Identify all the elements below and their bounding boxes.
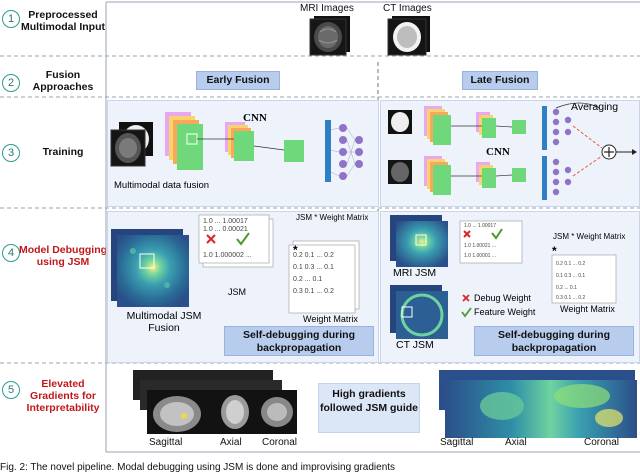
jsm-weight-label-right: JSM * Weight Matrix	[553, 232, 626, 241]
jsm-guide-box: High gradients followed JSM guide	[318, 383, 420, 433]
mri-jsm-label: MRI JSM	[393, 267, 437, 279]
jsm-weight-label-left: JSM * Weight Matrix	[296, 213, 369, 222]
step-label: Model Debugging using JSM	[18, 244, 108, 268]
view-label-coronal-left: Coronal	[262, 437, 298, 448]
weight-matrix-label-right: Weight Matrix	[560, 304, 615, 314]
view-label-axial-right: Axial	[505, 437, 527, 448]
multimodal-jsm-fusion-label: Multimodal JSM Fusion	[126, 310, 202, 334]
step-number: 1	[2, 10, 20, 28]
late-fusion-cnn-diagram	[388, 102, 637, 200]
svg-text:0.2 0.1 ... 0.2: 0.2 0.1 ... 0.2	[556, 261, 585, 267]
multiply-star-left: *	[293, 243, 298, 257]
svg-text:0.2 ... 0.1: 0.2 ... 0.1	[556, 285, 577, 291]
svg-text:0.2 ... 0.1: 0.2 ... 0.1	[293, 276, 322, 283]
svg-text:0.1 0.3 ... 0.1: 0.1 0.3 ... 0.1	[293, 264, 334, 271]
step-number: 4	[2, 244, 20, 262]
svg-text:0.3 0.1 ... 0.2: 0.3 0.1 ... 0.2	[293, 288, 334, 295]
mri-images-label: MRI Images	[300, 3, 354, 14]
cnn-right-label: CNN	[486, 146, 510, 158]
averaging-label: Averaging	[571, 101, 619, 113]
feature-weight-label: Feature Weight	[474, 307, 536, 317]
svg-text:1.0 1.000002 ...: 1.0 1.000002 ...	[203, 252, 252, 259]
late-jsm-diagram: 1.0 ... 1.00017 1.0 1.00021 ... 1.0 1.00…	[390, 215, 617, 339]
step-label: Fusion Approaches	[32, 69, 94, 93]
self-debug-badge-left: Self-debugging during backpropagation	[224, 326, 374, 356]
step-number: 5	[2, 381, 20, 399]
ct-images-label: CT Images	[383, 3, 432, 14]
svg-text:1.0 1.00021 ...: 1.0 1.00021 ...	[464, 243, 496, 249]
view-label-sagittal-left: Sagittal	[149, 437, 183, 448]
self-debug-badge-right: Self-debugging during backpropagation	[474, 326, 634, 356]
svg-text:1.0 1.00001 ...: 1.0 1.00001 ...	[464, 253, 496, 259]
multiply-star-right: *	[552, 244, 557, 258]
multimodal-fusion-label: Multimodal data fusion	[114, 180, 210, 191]
step-label: Training	[42, 146, 84, 158]
step-number: 3	[2, 144, 20, 162]
svg-text:0.2 0.1 ... 0.2: 0.2 0.1 ... 0.2	[293, 252, 334, 259]
step-label: Elevated Gradients for Interpretability	[26, 378, 100, 414]
ct-jsm-label: CT JSM	[396, 339, 434, 351]
svg-text:0.1 0.3 ... 0.1: 0.1 0.3 ... 0.1	[556, 273, 585, 279]
step-label: Preprocessed Multimodal Input	[21, 9, 105, 33]
view-label-axial-left: Axial	[220, 437, 242, 448]
svg-text:0.3 0.1 ... 0.2: 0.3 0.1 ... 0.2	[556, 295, 585, 301]
early-jsm-diagram: 1.0 ... 1.00017 1.0 ... 0.00021 1.0 1.00…	[111, 214, 360, 314]
svg-text:1.0 ... 1.00017: 1.0 ... 1.00017	[464, 223, 496, 229]
svg-text:1.0 ... 1.00017: 1.0 ... 1.00017	[203, 218, 248, 225]
early-fusion-badge: Early Fusion	[196, 71, 280, 90]
late-fusion-badge: Late Fusion	[462, 71, 538, 90]
view-label-coronal-right: Coronal	[584, 437, 620, 448]
figure-caption: Fig. 2: The novel pipeline. Modal debugg…	[0, 462, 396, 473]
elevated-gradients-images	[133, 370, 637, 438]
weight-matrix-label-left: Weight Matrix	[303, 314, 358, 324]
cnn-left-label: CNN	[243, 112, 267, 124]
training-late-panel	[380, 100, 640, 207]
step-number: 2	[2, 74, 20, 92]
view-label-sagittal-right: Sagittal	[440, 437, 474, 448]
input-images	[309, 16, 430, 56]
early-fusion-cnn-diagram	[110, 112, 363, 182]
debug-weight-label: Debug Weight	[474, 293, 531, 303]
svg-text:1.0 ... 0.00021: 1.0 ... 0.00021	[203, 226, 248, 233]
jsm-label-left: JSM	[228, 287, 246, 297]
